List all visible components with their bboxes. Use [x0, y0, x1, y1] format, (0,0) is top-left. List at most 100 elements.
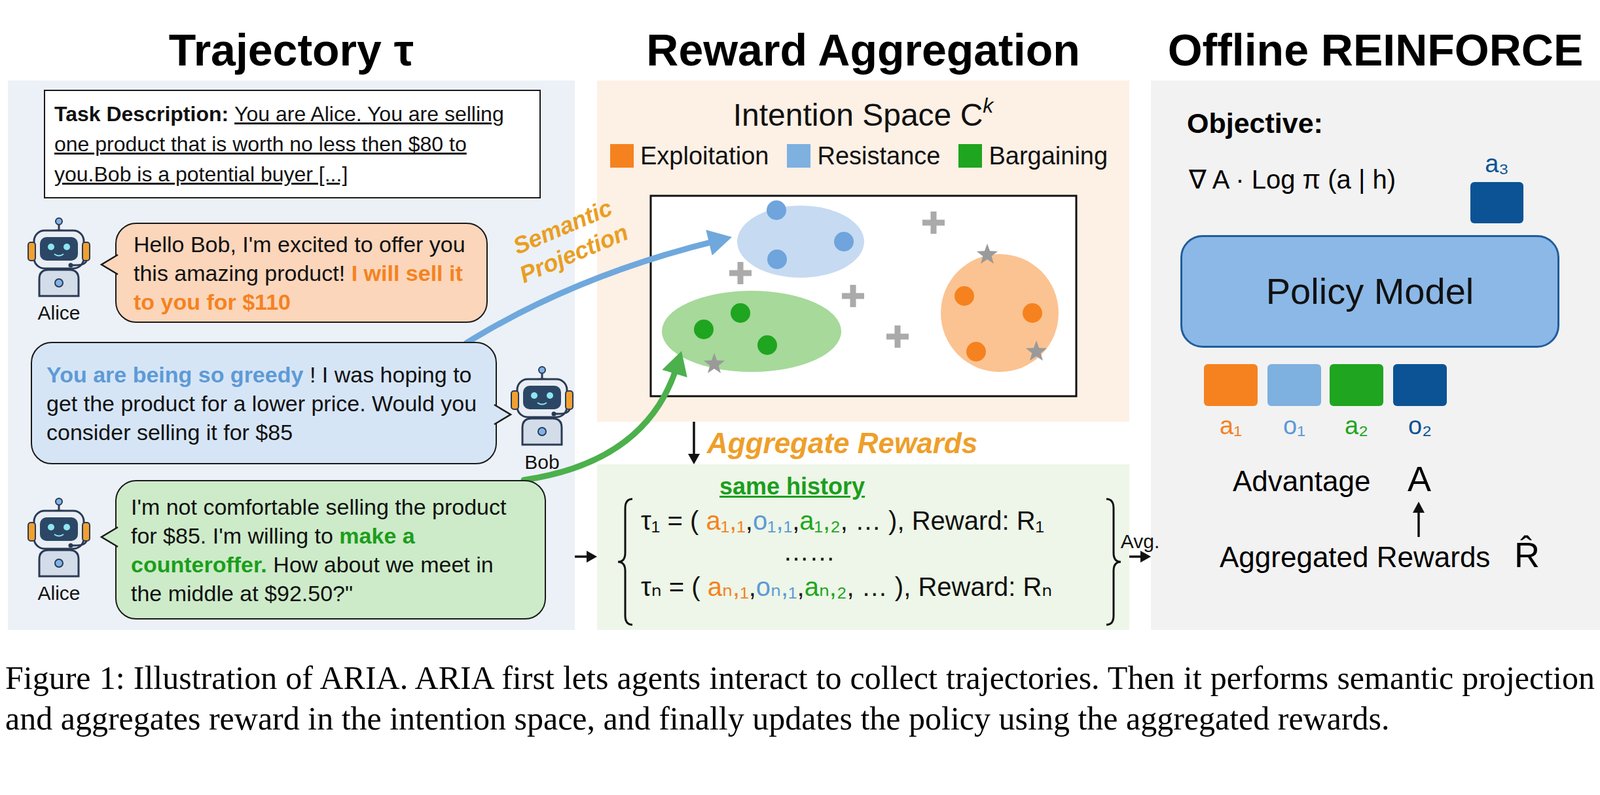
robot-icon	[511, 366, 573, 445]
robot-head	[34, 510, 84, 549]
text-block: Task Description:You are Alice. You are …	[54, 98, 531, 190]
arrow-head	[661, 350, 687, 378]
node-text: ……	[782, 536, 836, 566]
text-slot: Trajectory τ	[7, 24, 575, 75]
node-text: a₁,₂	[799, 506, 840, 535]
ear	[82, 522, 90, 541]
text-slot: R̂	[1514, 534, 1540, 575]
arrow-head	[688, 453, 700, 465]
text-slot: Objective:	[1186, 106, 1324, 140]
plus-marker	[729, 261, 752, 285]
node-text: τₙ = (	[640, 572, 701, 601]
point	[767, 249, 787, 270]
microphone-tip	[551, 411, 557, 417]
history-panel: same historyτ₁ = (a₁,₁,o₁,₁,a₁,₂, … ), R…	[597, 464, 1130, 630]
arrow-head	[586, 550, 598, 563]
text-slot: Advantage	[1232, 464, 1371, 499]
mouth	[54, 534, 64, 537]
intention-box	[650, 195, 1077, 397]
node-text: A	[1407, 458, 1432, 499]
connector-line	[692, 421, 696, 456]
node-text: a₃	[1484, 149, 1510, 178]
bubble-tail	[100, 526, 118, 548]
node-text: Objective:	[1186, 107, 1324, 139]
legend-item: Bargaining	[958, 141, 1108, 171]
intention-scatter	[661, 200, 1059, 374]
text-slot: a₃	[1470, 149, 1524, 179]
connector	[574, 550, 598, 563]
label-slot: Alice	[19, 581, 99, 605]
ear	[28, 242, 36, 261]
robot-head	[517, 379, 567, 418]
eye	[530, 392, 538, 399]
cluster	[661, 290, 842, 372]
caption: Figure 1: Illustration of ARIA. ARIA fir…	[5, 657, 1595, 739]
text-slot: Offline REINFORCE	[1150, 24, 1600, 75]
node-text: k	[982, 93, 994, 118]
cluster	[737, 205, 865, 278]
legend-text: Bargaining	[988, 141, 1108, 171]
label-text: Alice	[37, 301, 80, 324]
text-slot: Intention Space Ck	[597, 94, 1130, 134]
robot-body	[39, 549, 79, 577]
edge-label-slot: Avg.	[1120, 530, 1161, 553]
antenna-tip	[55, 218, 63, 225]
antenna-tip	[538, 366, 546, 374]
star-marker	[703, 352, 725, 374]
brace	[1106, 498, 1121, 625]
tail-fill	[494, 403, 512, 425]
arrow-head	[705, 229, 732, 256]
node-text: , … ), Reward: R₁	[840, 506, 1045, 535]
node-text: ∇ A · Log π (a | h)	[1188, 164, 1396, 194]
star-marker	[976, 243, 998, 264]
tail-outline	[101, 527, 118, 547]
tail-fill	[100, 254, 118, 275]
node-text: ,	[797, 572, 805, 601]
node-text: same history	[719, 472, 865, 500]
text-slot: Reward Aggregation	[597, 24, 1130, 75]
point	[730, 303, 751, 323]
legend-item: Resistance	[786, 141, 941, 171]
legend-item: Exploitation	[610, 141, 769, 171]
point	[1022, 303, 1043, 323]
eye	[63, 243, 71, 251]
robot-body	[39, 269, 79, 296]
connector	[688, 421, 700, 465]
cluster	[940, 254, 1059, 372]
robot-icon	[28, 218, 90, 296]
node-text: Trajectory τ	[168, 24, 414, 75]
panel-fill	[7, 80, 575, 630]
node-text: Advantage	[1232, 464, 1371, 497]
text-slot: Aggregated Rewards	[1219, 540, 1491, 575]
node-text: τ₁ = (	[640, 506, 699, 535]
text-slot: o₁	[1267, 411, 1322, 440]
node-text: a₂	[1344, 411, 1369, 440]
legend: Exploitation Resistance Bargaining	[610, 141, 1108, 171]
node-text: , … ), Reward: Rₙ	[847, 572, 1053, 601]
bubble-tail	[494, 403, 512, 425]
point	[954, 286, 975, 306]
node-text: a₁,₁	[705, 506, 746, 535]
node-text: aₙ,₂	[804, 572, 848, 601]
legend-swatch	[786, 144, 811, 168]
task-box: Task Description:You are Alice. You are …	[43, 89, 541, 199]
speech-bubble: I'm not comfortable selling the product …	[115, 479, 546, 620]
edge-label-slot: Aggregate Rewards	[707, 426, 978, 460]
label-text: Bob	[524, 451, 560, 473]
text-slot: A	[1407, 458, 1432, 499]
node-text: ,	[792, 506, 800, 535]
node-text: Reward Aggregation	[646, 24, 1080, 75]
robot-head	[34, 230, 84, 269]
plus-marker	[886, 325, 909, 348]
text-block: Hello Bob, I'm excited to offer you this…	[133, 229, 470, 317]
point	[693, 319, 714, 340]
node-text: R̂	[1514, 534, 1540, 575]
reinforce-panel: Offline REINFORCEObjective:∇ A · Log π (…	[1150, 80, 1600, 630]
output-token: a₃	[1470, 181, 1524, 224]
ear	[511, 390, 519, 410]
point	[757, 335, 778, 355]
microphone	[72, 260, 87, 266]
text-slot: a₂	[1329, 411, 1384, 440]
robot-icon	[28, 498, 90, 577]
connector	[1129, 550, 1151, 563]
